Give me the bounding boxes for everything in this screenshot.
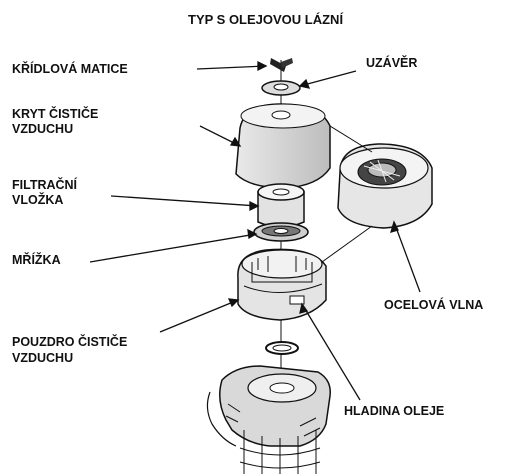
label-filter-line2: VLOŽKA: [12, 193, 64, 207]
label-cover-line2: VZDUCHU: [12, 122, 74, 136]
label-cap: UZÁVĚR: [366, 56, 418, 70]
cleaner-housing-part: [237, 248, 327, 321]
cover-to-wool-line: [329, 125, 373, 153]
gasket-part: [265, 341, 299, 355]
label-oil-level: HLADINA OLEJE: [344, 404, 445, 418]
steel-wool-part: [337, 143, 433, 229]
label-screen: MŘÍŽKA: [12, 253, 61, 267]
label-wing-nut: KŘÍDLOVÁ MATICE: [12, 62, 128, 76]
leader-lines: [89, 60, 421, 401]
diagram-title: TYP S OLEJOVOU LÁZNÍ: [188, 12, 344, 27]
engine-part: [206, 365, 331, 474]
cap-part: [261, 80, 301, 96]
label-steel-wool: OCELOVÁ VLNA: [384, 298, 484, 312]
label-housing-line1: POUZDRO ČISTIČE: [12, 335, 128, 349]
label-housing-line2: VZDUCHU: [12, 351, 74, 365]
label-cover-line1: KRYT ČISTIČE: [12, 107, 99, 121]
screen-part: [253, 222, 309, 242]
wing-nut-part: [270, 58, 293, 72]
label-filter-line1: FILTRAČNÍ: [12, 178, 78, 192]
cleaner-cover-part: [235, 103, 331, 189]
filter-element-part: [257, 183, 305, 228]
housing-to-wool-line: [321, 225, 373, 263]
